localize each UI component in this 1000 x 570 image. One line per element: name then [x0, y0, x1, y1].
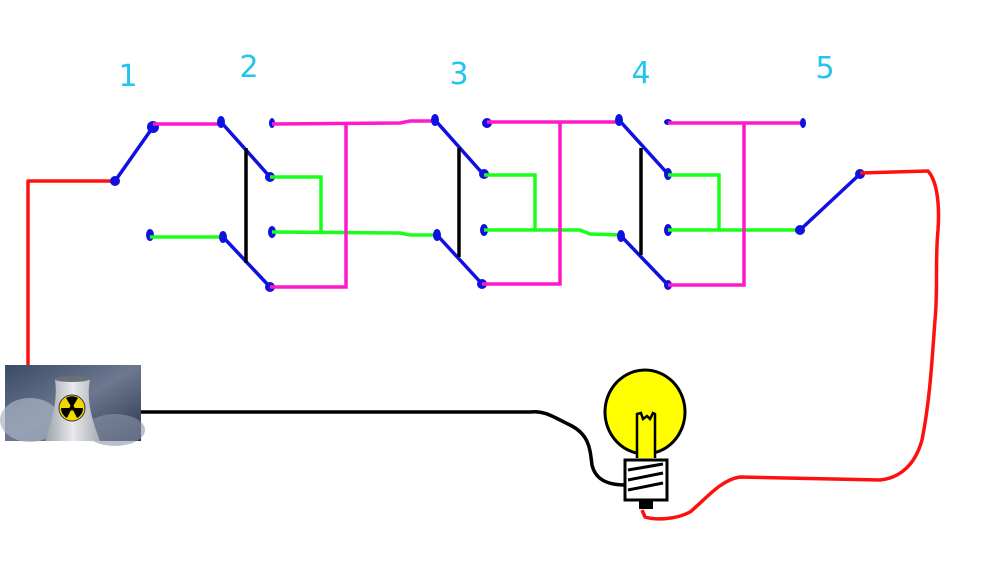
crossover-3-4	[482, 120, 622, 286]
light-bulb-icon	[603, 368, 687, 509]
switch-5	[795, 118, 865, 235]
crossover-4-5	[668, 121, 803, 287]
live-wire-load	[640, 169, 941, 521]
switch-label-5: 5	[815, 51, 834, 86]
switch-label-1: 1	[118, 59, 137, 94]
switch-label-3: 3	[449, 57, 468, 92]
live-wire-source	[26, 179, 115, 366]
switch-1	[110, 121, 159, 241]
neutral-wire	[141, 409, 626, 487]
nuclear-power-plant-icon	[0, 365, 145, 446]
switch-label-2: 2	[239, 50, 258, 85]
switch-4	[615, 114, 672, 290]
switch-3	[431, 114, 492, 289]
switch-label-4: 4	[631, 56, 650, 91]
switch-2	[217, 116, 276, 292]
crossover-2-3	[270, 119, 435, 289]
